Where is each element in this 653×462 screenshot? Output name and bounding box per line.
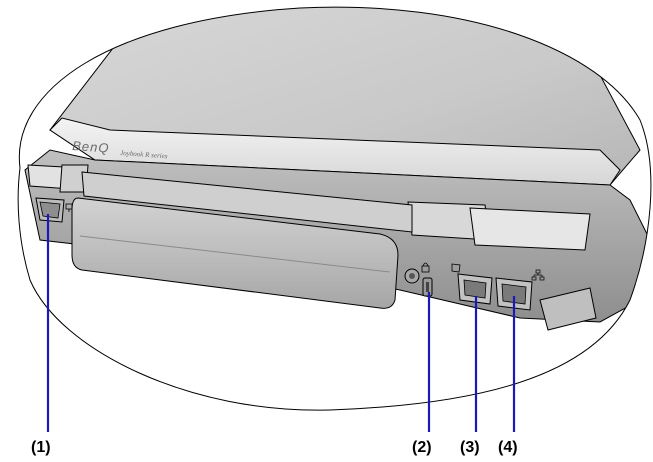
callout-label-2: (2) xyxy=(412,439,432,456)
hinge-bar xyxy=(81,171,413,233)
lan-port xyxy=(495,269,545,311)
callout-label-3: (3) xyxy=(460,439,480,456)
modem-port xyxy=(451,263,493,305)
vga-port xyxy=(35,197,73,223)
brand-logo: BenQ xyxy=(72,138,110,156)
kensington-lock-icon xyxy=(421,262,430,273)
magnifier-oval xyxy=(17,6,652,411)
right-hinge-2 xyxy=(469,207,591,251)
network-port-icon xyxy=(531,269,545,281)
callout-lines xyxy=(46,214,516,432)
right-edge xyxy=(539,287,597,331)
callout-label-1: (1) xyxy=(31,439,51,456)
svideo-port xyxy=(404,268,420,284)
model-name: Joybook R series xyxy=(120,149,168,160)
phone-port-icon xyxy=(451,263,461,273)
callout-label-4: (4) xyxy=(498,439,518,456)
monitor-port-icon xyxy=(65,203,73,212)
lock-slot xyxy=(421,262,433,297)
